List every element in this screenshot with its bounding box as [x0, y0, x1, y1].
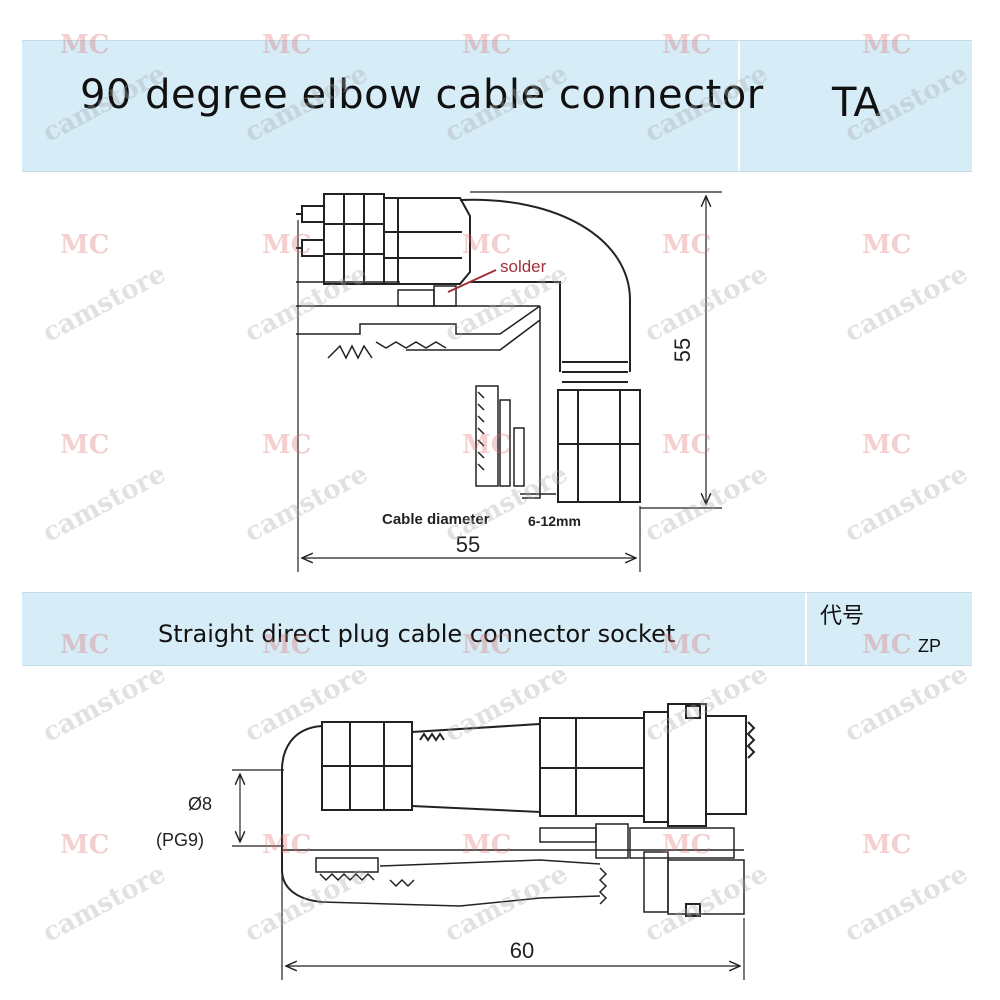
cable-gland-nut: [557, 389, 641, 503]
section-view: [296, 281, 556, 499]
rear-gland: [281, 721, 413, 903]
solder-pointer: [447, 269, 497, 293]
socket-flange: [643, 703, 756, 917]
elbow-housing: [459, 198, 631, 383]
diameter-label: Ø8: [188, 794, 212, 814]
section-view: [282, 823, 745, 915]
width-label: 55: [456, 532, 480, 557]
solder-label: solder: [500, 257, 547, 276]
elbow-connector-drawing: [296, 193, 641, 503]
length-dimension: [281, 870, 745, 980]
title-banner-top: [22, 40, 972, 172]
straight-connector-code: ZP: [918, 636, 942, 656]
straight-connector-drawing: [281, 703, 756, 917]
straight-connector-title: Straight direct plug cable connector soc…: [158, 620, 676, 648]
middle-body: [411, 722, 541, 814]
coupling-nut: [539, 717, 645, 817]
title-banner-bottom: [22, 592, 972, 666]
banner-divider: [805, 593, 807, 665]
coupling-body: [383, 197, 471, 285]
cable-diameter-value: 6-12mm: [528, 513, 581, 529]
height-dimension: [470, 191, 722, 509]
cable-diameter-label: Cable diameter: [382, 511, 490, 528]
thread-label: (PG9): [156, 830, 204, 850]
elbow-connector-title: 90 degree elbow cable connector: [80, 72, 764, 118]
diameter-dimension: [232, 769, 284, 847]
width-dimension: [297, 220, 641, 572]
front-nut: [323, 193, 385, 285]
height-label: 55: [670, 338, 695, 362]
code-label: 代号: [820, 603, 865, 628]
connector-pins: [296, 205, 325, 257]
elbow-connector-code: TA: [832, 80, 881, 126]
banner-divider: [738, 41, 740, 171]
length-label: 60: [510, 938, 534, 963]
